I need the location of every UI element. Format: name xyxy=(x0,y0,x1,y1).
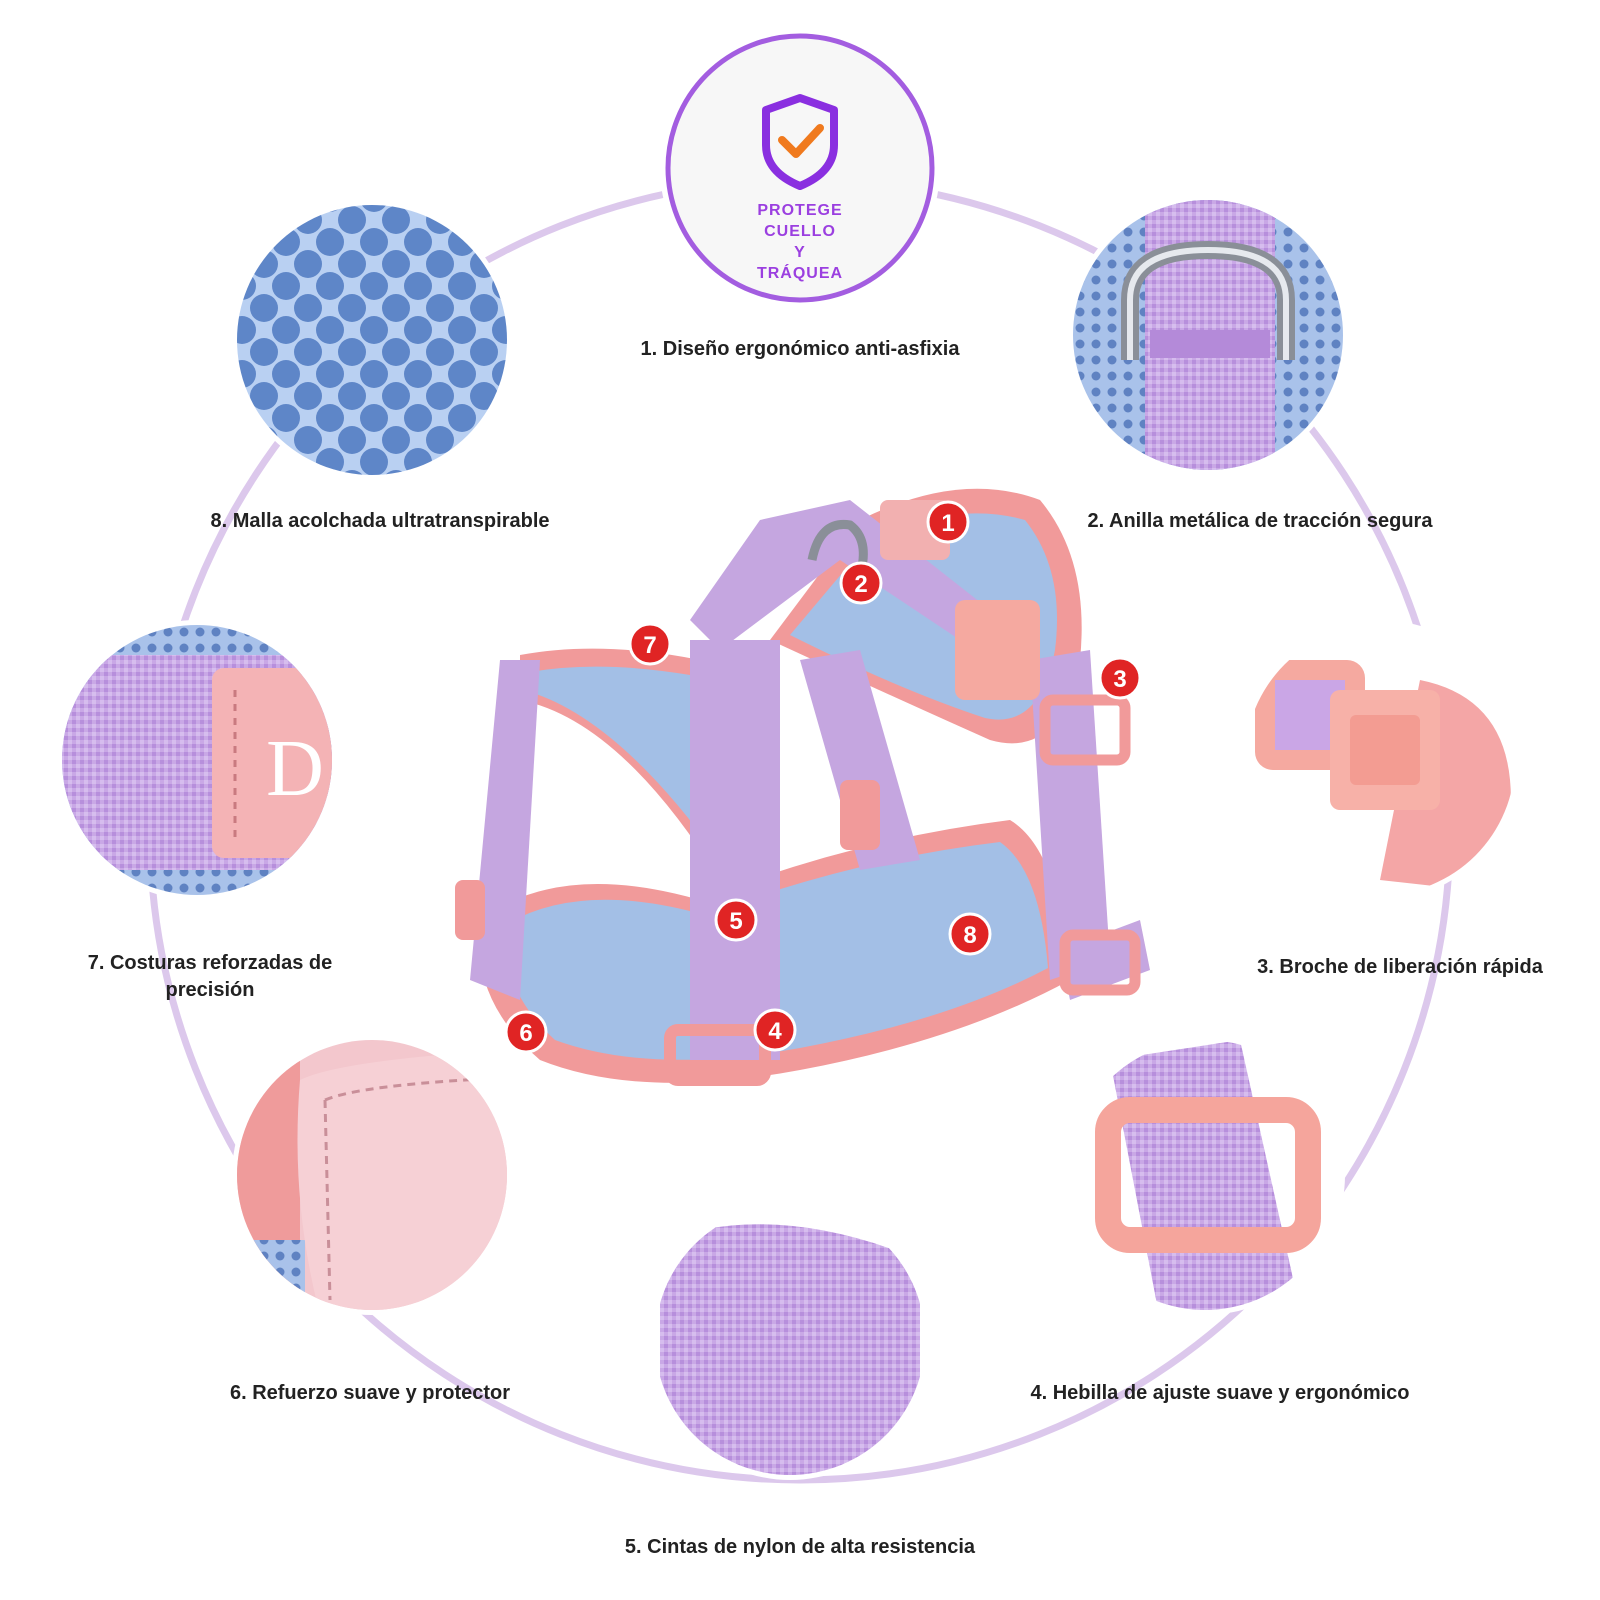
marker-5 xyxy=(714,898,758,942)
feature-label-8: 8. Malla acolchada ultratranspirable xyxy=(210,510,550,532)
marker-4 xyxy=(753,1008,797,1052)
shield-check-icon xyxy=(762,94,838,190)
marker-8-number: 8 xyxy=(963,922,976,949)
detail-circle-buckle xyxy=(1240,620,1520,900)
detail-circle-stitching: D xyxy=(57,620,337,900)
marker-5-number: 5 xyxy=(729,908,742,935)
marker-2-number: 2 xyxy=(854,571,867,598)
marker-1 xyxy=(926,500,970,544)
feature-label-3: 3. Broche de liberación rápida xyxy=(1257,956,1543,978)
detail-circle-padding xyxy=(232,1035,512,1315)
marker-7 xyxy=(628,622,672,666)
feature-label-5: 5. Cintas de nylon de alta resistencia xyxy=(624,1536,976,1558)
badge-text: PROTEGE CUELLO Y TRÁQUEA xyxy=(735,200,865,284)
detail-circle-slider xyxy=(1065,1035,1345,1315)
marker-7-number: 7 xyxy=(643,632,656,659)
marker-3-number: 3 xyxy=(1113,666,1126,693)
detail-circle-d-ring xyxy=(1068,195,1348,475)
feature-label-4: 4. Hebilla de ajuste suave y ergonómico xyxy=(1030,1382,1410,1404)
marker-2 xyxy=(839,561,883,605)
feature-label-2: 2. Anilla metálica de tracción segura xyxy=(1087,510,1433,532)
detail-circle-mesh xyxy=(232,200,512,480)
marker-3 xyxy=(1098,656,1142,700)
badge-line-1: PROTEGE xyxy=(757,202,843,219)
feature-label-1: 1. Diseño ergonómico anti-asfixia xyxy=(640,338,960,360)
feature-label-7: 7. Costuras reforzadas de precisión xyxy=(50,950,370,1004)
badge-line-2: CUELLO xyxy=(764,223,836,240)
badge-line-3: Y xyxy=(794,244,806,261)
marker-1-number: 1 xyxy=(941,510,954,537)
svg-text:D: D xyxy=(266,725,324,813)
feature-label-6: 6. Refuerzo suave y protector xyxy=(229,1382,511,1404)
detail-circle-nylon xyxy=(650,1200,930,1480)
feature-label-7-line-2: precisión xyxy=(165,979,255,1001)
feature-label-7-line-1: 7. Costuras reforzadas de xyxy=(87,952,333,974)
center-badge xyxy=(660,28,940,308)
marker-8 xyxy=(948,912,992,956)
marker-6 xyxy=(504,1010,548,1054)
marker-4-number: 4 xyxy=(768,1018,782,1045)
marker-6-number: 6 xyxy=(519,1020,532,1047)
badge-line-4: TRÁQUEA xyxy=(756,265,844,282)
